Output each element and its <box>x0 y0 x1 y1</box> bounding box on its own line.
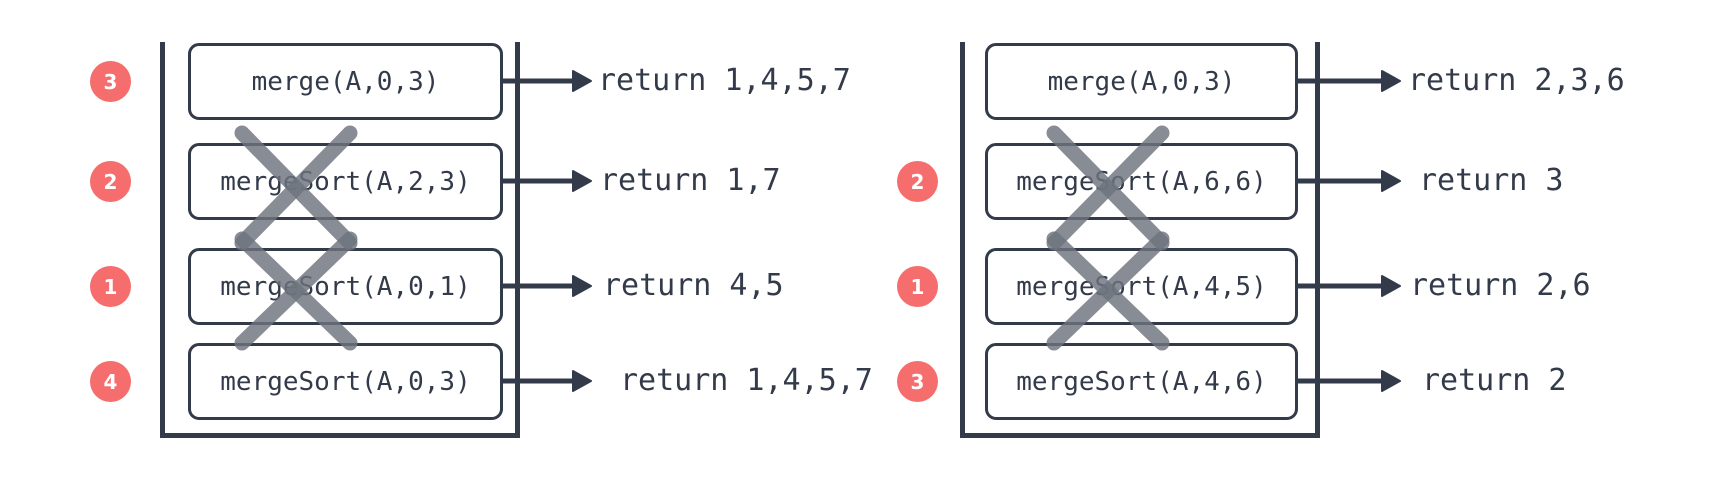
arrow-right-icon <box>1298 70 1401 92</box>
stack-container <box>160 42 520 438</box>
call-frame: mergeSort(A,4,5) <box>985 248 1298 325</box>
arrow-right-icon <box>1298 370 1401 392</box>
arrow-right-icon <box>1298 275 1401 297</box>
step-badge: 1 <box>897 266 938 307</box>
return-label: return 2,6 <box>1410 268 1591 303</box>
arrow-right-icon <box>503 70 592 92</box>
arrow-right-icon <box>503 170 592 192</box>
return-label: return 1,7 <box>600 163 781 198</box>
cross-out-icon <box>234 125 358 351</box>
arrow-right-icon <box>1298 170 1401 192</box>
return-label: return 3 <box>1419 163 1564 198</box>
call-frame: mergeSort(A,4,6) <box>985 343 1298 420</box>
call-frame: mergeSort(A,2,3) <box>188 143 503 220</box>
return-label: return 4,5 <box>603 268 784 303</box>
return-label: return 2 <box>1422 363 1567 398</box>
arrow-right-icon <box>503 275 592 297</box>
cross-out-icon <box>1046 125 1170 351</box>
step-badge: 4 <box>90 361 131 402</box>
call-frame: merge(A,0,3) <box>985 43 1298 120</box>
step-badge: 2 <box>897 161 938 202</box>
return-label: return 1,4,5,7 <box>620 363 873 398</box>
return-label: return 1,4,5,7 <box>598 63 851 98</box>
return-label: return 2,3,6 <box>1408 63 1625 98</box>
arrow-right-icon <box>503 370 592 392</box>
step-badge: 3 <box>897 361 938 402</box>
step-badge: 3 <box>90 61 131 102</box>
call-frame: merge(A,0,3) <box>188 43 503 120</box>
stack-container <box>960 42 1320 438</box>
step-badge: 1 <box>90 266 131 307</box>
call-frame: mergeSort(A,0,1) <box>188 248 503 325</box>
call-frame: mergeSort(A,0,3) <box>188 343 503 420</box>
step-badge: 2 <box>90 161 131 202</box>
